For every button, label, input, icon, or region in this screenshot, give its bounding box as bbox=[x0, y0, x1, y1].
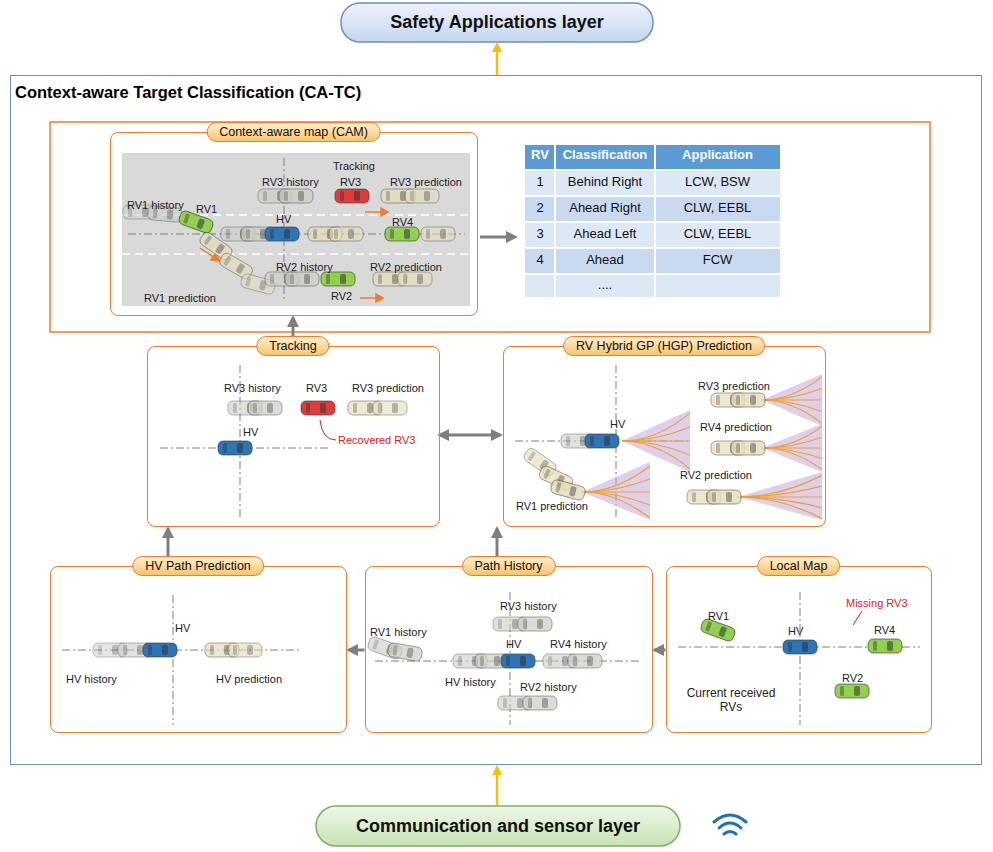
module-title: HV Path Prediction bbox=[132, 556, 264, 576]
pill-ground bbox=[316, 806, 680, 846]
vehicle-label: RV2 bbox=[842, 672, 863, 685]
vehicle-label: HV bbox=[788, 625, 803, 638]
vehicle-label: RV4 bbox=[874, 624, 895, 637]
vehicle-label: RV3 prediction bbox=[352, 382, 424, 395]
vehicle-label: RV3 bbox=[340, 176, 361, 189]
table-cell: .... bbox=[555, 278, 655, 293]
table-cell: Behind Right bbox=[555, 175, 655, 190]
predicted-paths bbox=[582, 377, 822, 519]
table-cell: Classification bbox=[555, 148, 655, 163]
table-cell: 3 bbox=[525, 227, 555, 242]
vehicle-label: HV bbox=[610, 418, 625, 431]
vehicle-label: RV3 history bbox=[500, 600, 557, 613]
module-panel: HV Path Prediction bbox=[50, 566, 347, 733]
vehicle-label: Missing RV3 bbox=[846, 597, 908, 610]
flow-arrow bbox=[496, 767, 499, 806]
vehicle-label: Current received RVs bbox=[676, 687, 786, 715]
vehicle-label: RV2 bbox=[331, 290, 352, 303]
vehicle-label: RV2 prediction bbox=[370, 261, 442, 274]
module-title: Tracking bbox=[256, 336, 329, 356]
vehicle-label: RV3 bbox=[306, 382, 327, 395]
vehicle-label: RV1 prediction bbox=[144, 292, 216, 305]
vehicle-label: RV1 history bbox=[127, 199, 184, 212]
table-cell: Ahead bbox=[555, 253, 655, 268]
flow-arrow bbox=[655, 649, 666, 652]
layer-pill: Communication and sensor layer bbox=[316, 806, 680, 846]
layer-pill: Safety Applications layer bbox=[341, 3, 653, 42]
vehicle-label: HV bbox=[506, 638, 521, 651]
vehicle-label: RV4 history bbox=[550, 638, 607, 651]
uncertainty-fans bbox=[582, 374, 822, 520]
callout-arrows bbox=[320, 420, 862, 625]
system-frame: Context-aware Target Classification (CA-… bbox=[10, 75, 982, 765]
table-cell: FCW bbox=[655, 253, 780, 268]
layer-title: Communication and sensor layer bbox=[356, 816, 640, 837]
vehicle-label: RV4 bbox=[392, 216, 413, 229]
module-panel: Local Map bbox=[666, 566, 932, 733]
vehicle-label: RV3 prediction bbox=[698, 380, 770, 393]
table-cell: 1 bbox=[525, 175, 555, 190]
module-title: Context-aware map (CAM) bbox=[206, 122, 381, 142]
vehicle-label: HV bbox=[276, 213, 291, 226]
vehicle-label: HV bbox=[243, 426, 258, 439]
table-cell: Application bbox=[655, 148, 780, 163]
table-cell: CLW, EEBL bbox=[655, 227, 780, 242]
vehicle-label: RV1 history bbox=[370, 626, 427, 639]
vehicle-label: Tracking bbox=[333, 160, 375, 173]
vehicle-label: RV4 prediction bbox=[700, 421, 772, 434]
vehicle-label: HV history bbox=[445, 676, 496, 689]
module-panel: RV Hybrid GP (HGP) Prediction bbox=[503, 346, 826, 527]
table-cell: RV bbox=[525, 148, 555, 163]
vehicle-label: HV bbox=[175, 622, 190, 635]
vehicles bbox=[93, 189, 902, 710]
vehicle-label: HV prediction bbox=[216, 673, 282, 686]
module-title: RV Hybrid GP (HGP) Prediction bbox=[563, 336, 765, 356]
pill-ground bbox=[341, 3, 653, 42]
axes bbox=[62, 158, 920, 725]
vehicle-label: RV2 history bbox=[520, 681, 577, 694]
wifi-icon bbox=[714, 815, 746, 834]
table-cell: LCW, BSW bbox=[655, 175, 780, 190]
vehicle-label: RV3 history bbox=[262, 176, 319, 189]
road bbox=[122, 153, 470, 306]
table bbox=[525, 145, 780, 297]
vehicle-label: RV1 bbox=[708, 610, 729, 623]
module-panel: Context-aware map (CAM) bbox=[110, 132, 478, 316]
layer-title: Safety Applications layer bbox=[390, 12, 603, 33]
motion-arrows bbox=[200, 208, 388, 302]
module-title: Local Map bbox=[757, 556, 841, 576]
table-cell: 4 bbox=[525, 253, 555, 268]
table-cell: Ahead Left bbox=[555, 227, 655, 242]
vehicle-label: RV1 bbox=[196, 203, 217, 216]
flow-arrow bbox=[349, 649, 365, 652]
vehicle-label: RV1 prediction bbox=[516, 500, 588, 513]
table-cell: Ahead Right bbox=[555, 201, 655, 216]
table-cell: CLW, EEBL bbox=[655, 201, 780, 216]
flow-arrow bbox=[440, 434, 501, 437]
table-cell: 2 bbox=[525, 201, 555, 216]
vehicle-label: RV2 prediction bbox=[680, 469, 752, 482]
vehicle-label: RV3 prediction bbox=[390, 176, 462, 189]
module-title: Path History bbox=[461, 556, 555, 576]
vehicle-label: Recovered RV3 bbox=[338, 434, 415, 447]
flow-arrow bbox=[496, 44, 499, 75]
group-frame bbox=[50, 122, 930, 332]
vehicle-label: RV3 history bbox=[224, 382, 281, 395]
module-title: Context-aware Target Classification (CA-… bbox=[15, 83, 361, 102]
vehicle-label: RV2 history bbox=[276, 261, 333, 274]
cam-to-table-arrow bbox=[480, 231, 518, 243]
vehicle-label: HV history bbox=[66, 673, 117, 686]
